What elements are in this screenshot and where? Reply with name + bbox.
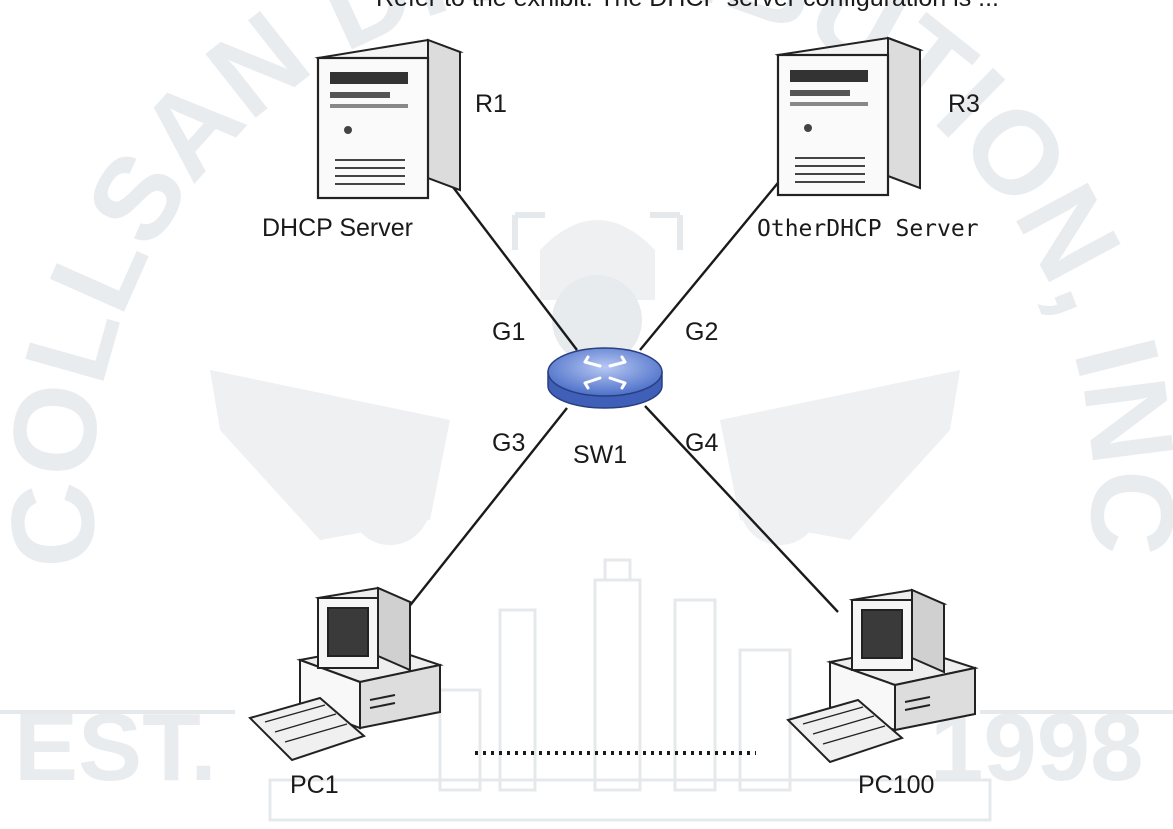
watermark-camera-right [720,370,960,545]
link-r3-sw1 [639,177,783,351]
r3-role-label: OtherDHCP Server [757,216,979,242]
pc-pc1[interactable]: PC1 [248,586,444,799]
links [407,169,839,613]
pc100-label: PC100 [858,771,934,799]
switch-icon [547,347,663,409]
sw1-label: SW1 [573,441,627,469]
server-r1[interactable]: R1 DHCP Server [262,38,507,242]
watermark-skyline [268,558,992,822]
port-g3-label: G3 [492,429,525,457]
desktop-pc-icon [248,586,444,762]
pc1-label: PC1 [290,771,339,799]
link-sw1-pc1 [407,407,568,609]
r1-label: R1 [475,90,507,118]
server-icon [774,36,924,197]
switch-sw1[interactable]: SW1 [547,347,663,469]
port-g4-label: G4 [685,429,718,457]
r1-role-label: DHCP Server [262,214,413,242]
r3-label: R3 [948,90,980,118]
watermark-dome-camera [512,212,683,365]
desktop-pc-icon [786,588,979,764]
watermark-camera-left [210,370,450,545]
header-text: Refer to the exhibit. The DHCP server co… [376,0,999,12]
server-r3[interactable]: R3 OtherDHCP Server [757,36,980,242]
link-sw1-pc100 [644,405,839,613]
server-icon [314,38,464,200]
pc-pc100[interactable]: PC100 [786,588,979,799]
port-g2-label: G2 [685,318,718,346]
link-r1-sw1 [439,169,578,351]
port-g1-label: G1 [492,318,525,346]
